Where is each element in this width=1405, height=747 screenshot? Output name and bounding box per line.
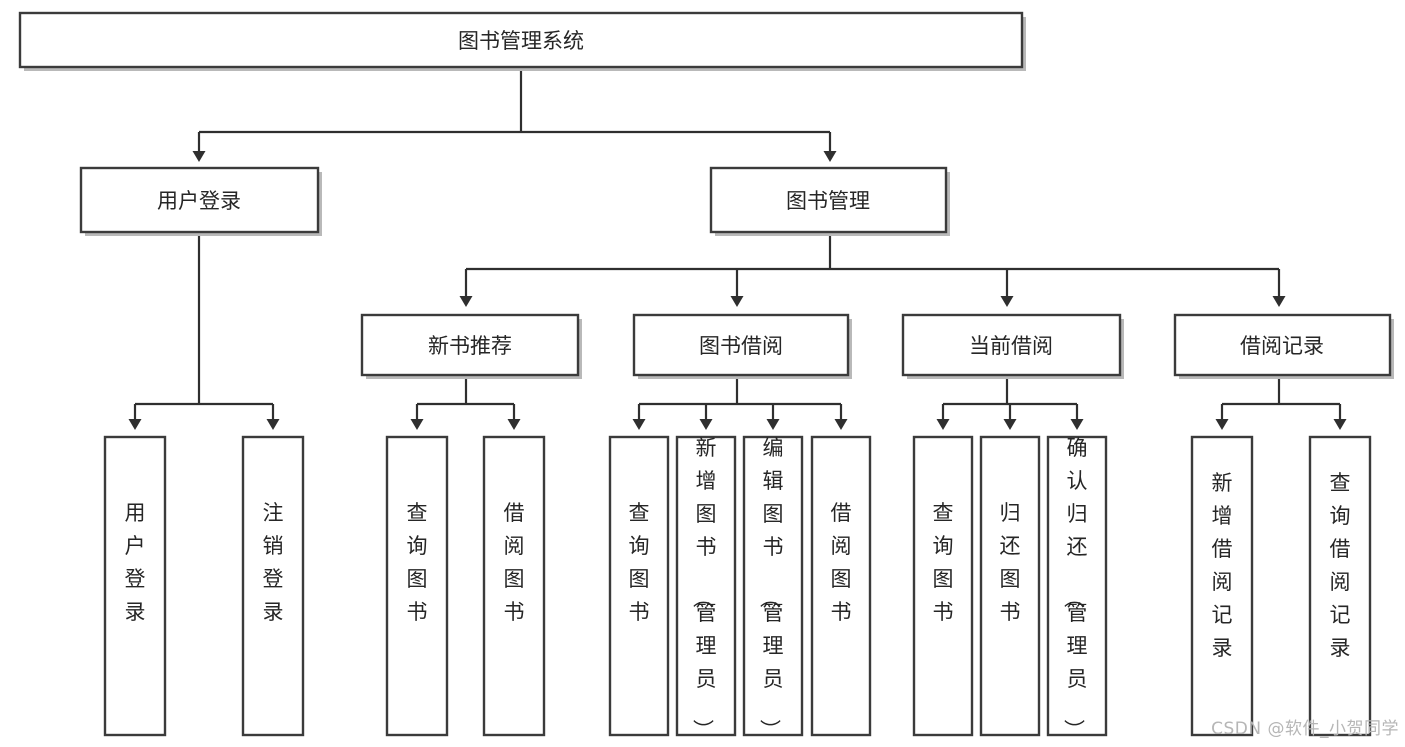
leaf-query-book-3-label: 查询图书	[933, 501, 954, 624]
current-borrow-label: 当前借阅	[969, 334, 1053, 358]
node-new-book-recommend[interactable]: 新书推荐	[360, 313, 582, 379]
leaf-logout-label: 注销登录	[263, 501, 284, 624]
leaf-add-record-label: 新增借阅记录	[1212, 471, 1233, 660]
node-leaf-add-record[interactable]: 新增借阅记录	[1190, 435, 1254, 737]
leaf-query-book-1-label: 查询图书	[407, 501, 428, 624]
node-borrow-record[interactable]: 借阅记录	[1173, 313, 1394, 379]
user-login-label: 用户登录	[157, 189, 241, 213]
leaf-confirm-return-box[interactable]	[1046, 435, 1108, 737]
leaf-add-book-box[interactable]	[675, 435, 737, 737]
borrow-record-box[interactable]	[1173, 313, 1392, 377]
node-current-borrow[interactable]: 当前借阅	[901, 313, 1124, 379]
node-leaf-query-book-2[interactable]: 查询图书	[608, 435, 670, 737]
borrow-record-label: 借阅记录	[1240, 334, 1324, 358]
root-label: 图书管理系统	[458, 29, 584, 53]
node-user-login[interactable]: 用户登录	[79, 166, 322, 236]
leaf-borrow-book-2-label: 借阅图书	[831, 501, 852, 624]
leaf-confirm-return-label: 确认归还（管理员）	[1062, 436, 1088, 740]
leaf-query-book-1-box[interactable]	[385, 435, 449, 737]
current-borrow-box[interactable]	[901, 313, 1122, 377]
leaf-borrow-book-1-box[interactable]	[482, 435, 546, 737]
node-book-borrow[interactable]: 图书借阅	[632, 313, 852, 379]
node-leaf-borrow-book-2[interactable]: 借阅图书	[810, 435, 872, 737]
book-borrow-label: 图书借阅	[699, 334, 783, 358]
node-leaf-borrow-book-1[interactable]: 借阅图书	[482, 435, 546, 737]
connectors	[128, 67, 1347, 430]
leaf-nodes: 用户登录 注销登录 查询图书 借阅图书 查询图书 新增图书（管理员） 编辑图书（…	[103, 435, 1372, 740]
leaf-query-record-label: 查询借阅记录	[1330, 471, 1351, 660]
user-login-box[interactable]	[79, 166, 320, 234]
node-leaf-logout[interactable]: 注销登录	[241, 435, 305, 737]
leaf-user-login-label: 用户登录	[125, 501, 146, 624]
leaf-borrow-book-1-label: 借阅图书	[504, 501, 525, 624]
leaf-query-book-3-box[interactable]	[912, 435, 974, 737]
node-leaf-query-book-3[interactable]: 查询图书	[912, 435, 974, 737]
leaf-borrow-book-2-box[interactable]	[810, 435, 872, 737]
leaf-query-book-2-label: 查询图书	[629, 501, 650, 624]
node-leaf-return-book[interactable]: 归还图书	[979, 435, 1041, 737]
node-root[interactable]: 图书管理系统	[18, 11, 1026, 71]
node-leaf-confirm-return[interactable]: 确认归还（管理员）	[1046, 435, 1108, 740]
leaf-user-login-box[interactable]	[103, 435, 167, 737]
node-leaf-edit-book[interactable]: 编辑图书（管理员）	[742, 435, 804, 740]
node-leaf-user-login[interactable]: 用户登录	[103, 435, 167, 737]
book-management-box[interactable]	[709, 166, 948, 234]
book-borrow-box[interactable]	[632, 313, 850, 377]
leaf-return-book-box[interactable]	[979, 435, 1041, 737]
new-book-recommend-box[interactable]	[360, 313, 580, 377]
node-book-management[interactable]: 图书管理	[709, 166, 950, 236]
leaf-edit-book-box[interactable]	[742, 435, 804, 737]
leaf-return-book-label: 归还图书	[1000, 501, 1021, 624]
leaf-add-record-box[interactable]	[1190, 435, 1254, 737]
node-leaf-query-record[interactable]: 查询借阅记录	[1308, 435, 1372, 737]
leaf-query-book-2-box[interactable]	[608, 435, 670, 737]
leaf-edit-book-label: 编辑图书（管理员）	[758, 436, 784, 740]
leaf-query-record-box[interactable]	[1308, 435, 1372, 737]
new-book-recommend-label: 新书推荐	[428, 334, 512, 358]
root-box[interactable]	[18, 11, 1024, 69]
book-management-label: 图书管理	[786, 189, 870, 213]
node-leaf-query-book-1[interactable]: 查询图书	[385, 435, 449, 737]
leaf-logout-box[interactable]	[241, 435, 305, 737]
node-leaf-add-book[interactable]: 新增图书（管理员）	[675, 435, 737, 740]
leaf-add-book-label: 新增图书（管理员）	[691, 436, 717, 740]
